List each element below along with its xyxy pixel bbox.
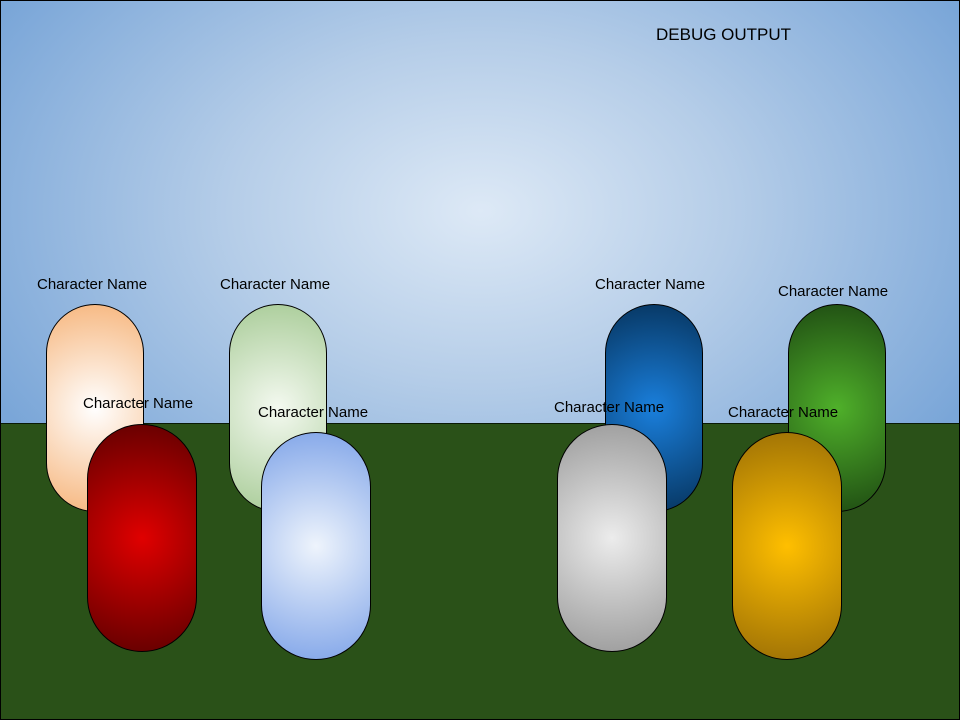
character-gold[interactable] [732, 432, 842, 660]
character-name-label: Character Name [595, 276, 706, 293]
character-name-label: Character Name [728, 404, 839, 421]
character-red[interactable] [87, 424, 197, 652]
character-name-label: Character Name [554, 399, 665, 416]
debug-output-label: DEBUG OUTPUT [656, 25, 792, 44]
character-name-label: Character Name [83, 395, 194, 412]
character-name-label: Character Name [37, 276, 148, 293]
character-name-label: Character Name [778, 283, 889, 300]
character-grey[interactable] [557, 424, 667, 652]
character-light-blue[interactable] [261, 432, 371, 660]
character-name-label: Character Name [258, 404, 369, 421]
character-name-label: Character Name [220, 276, 331, 293]
